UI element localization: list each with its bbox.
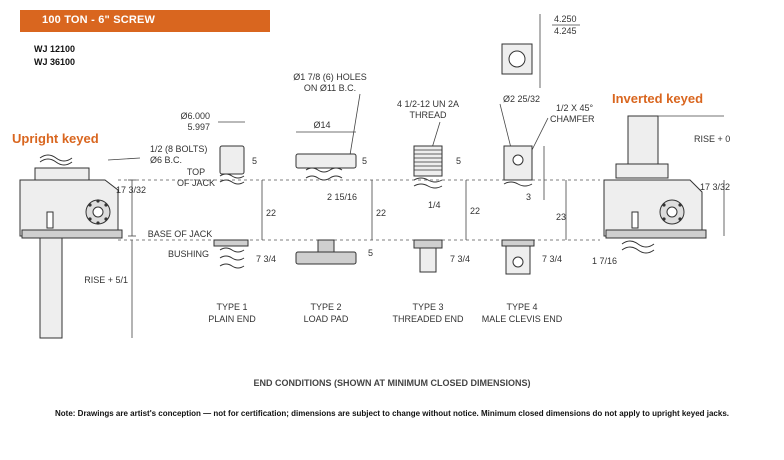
- svg-text:22: 22: [470, 206, 480, 216]
- type3-threaded-end: 4 1/2-12 UN 2A THREAD 5 1/4 22 7 3/4 TYP…: [392, 99, 480, 324]
- svg-text:2 15/16: 2 15/16: [327, 192, 357, 202]
- svg-text:RISE + 0: RISE + 0: [694, 134, 730, 144]
- keyway: [46, 211, 54, 229]
- svg-text:17 3/32: 17 3/32: [700, 182, 730, 192]
- type2-desc: LOAD PAD: [304, 314, 349, 324]
- svg-text:22: 22: [376, 208, 386, 218]
- rise-5-1-label: RISE + 5/1: [84, 275, 128, 285]
- title-bar: 100 TON - 6" SCREW: [20, 10, 270, 32]
- dia-6000-label: Ø6.000: [180, 111, 210, 121]
- type4-name: TYPE 4: [506, 302, 537, 312]
- svg-text:7 3/4: 7 3/4: [450, 254, 470, 264]
- svg-text:1 7/16: 1 7/16: [592, 256, 617, 266]
- dim-17-3-32-left: 17 3/32: [116, 185, 146, 195]
- svg-text:5: 5: [368, 248, 373, 258]
- svg-text:4.245: 4.245: [554, 26, 577, 36]
- svg-text:Ø2 25/32: Ø2 25/32: [503, 94, 540, 104]
- svg-text:7 3/4: 7 3/4: [256, 254, 276, 264]
- inverted-jack-housing: [603, 179, 703, 237]
- plain-end-top: [219, 145, 245, 175]
- base-of-jack-label: BASE OF JACK: [148, 229, 213, 239]
- type4-male-clevis-end: 4.250 4.245 Ø2 25/32 1/2 X 45° CHAMFER 3…: [482, 14, 595, 324]
- svg-text:ON Ø11 B.C.: ON Ø11 B.C.: [304, 83, 356, 93]
- svg-text:1/2 X 45°: 1/2 X 45°: [556, 103, 594, 113]
- bushing-label: BUSHING: [168, 249, 209, 259]
- type2-name: TYPE 2: [310, 302, 341, 312]
- screw-thread-top: [39, 154, 73, 166]
- svg-text:5: 5: [252, 156, 257, 166]
- leader-bc: [107, 157, 141, 161]
- svg-text:Ø14: Ø14: [313, 120, 330, 130]
- clevis-end: [503, 145, 533, 181]
- inverted-keyed-label: Inverted keyed: [612, 91, 703, 106]
- type3-name: TYPE 3: [412, 302, 443, 312]
- svg-text:22: 22: [266, 208, 276, 218]
- svg-text:Ø1 7/8 (6) HOLES: Ø1 7/8 (6) HOLES: [293, 72, 367, 82]
- upright-keyed-label: Upright keyed: [12, 131, 99, 146]
- disclaimer-note: Note: Drawings are artist's conception —…: [55, 409, 729, 418]
- end-conditions-caption: END CONDITIONS (SHOWN AT MINIMUM CLOSED …: [253, 378, 531, 388]
- top-label: TOP: [187, 167, 205, 177]
- model-number-1: WJ 12100: [34, 44, 76, 54]
- svg-text:7 3/4: 7 3/4: [542, 254, 562, 264]
- type3-desc: THREADED END: [392, 314, 464, 324]
- screw-tube: [39, 237, 63, 339]
- clevis-square-view: [501, 43, 533, 75]
- page-title: 100 TON - 6" SCREW: [42, 14, 156, 26]
- svg-text:CHAMFER: CHAMFER: [550, 114, 595, 124]
- worm-shaft: [92, 206, 104, 218]
- svg-text:4 1/2-12 UN 2A: 4 1/2-12 UN 2A: [397, 99, 459, 109]
- model-number-2: WJ 36100: [34, 57, 76, 67]
- type2-load-pad: Ø1 7/8 (6) HOLES ON Ø11 B.C. Ø14 5 2 15/…: [293, 72, 386, 324]
- svg-text:4.250: 4.250: [554, 14, 577, 24]
- dia-5997-label: 5.997: [187, 122, 210, 132]
- top-of-jack-label: OF JACK: [177, 178, 215, 188]
- inverted-screw-tube: [627, 115, 659, 167]
- bc6-label: Ø6 B.C.: [150, 155, 182, 165]
- svg-text:23: 23: [556, 212, 566, 222]
- load-pad: [295, 153, 357, 169]
- type4-desc: MALE CLEVIS END: [482, 314, 563, 324]
- inverted-keyed-jack: Inverted keyed RISE + 0 17 3/32 1 7/16: [592, 91, 730, 266]
- svg-text:5: 5: [362, 156, 367, 166]
- threaded-end: [413, 145, 443, 177]
- type1-plain-end: Ø6.000 5.997 5 22 7 3/4 TYPE 1 PLAIN END: [180, 111, 276, 324]
- type1-desc: PLAIN END: [208, 314, 256, 324]
- svg-text:THREAD: THREAD: [409, 110, 447, 120]
- bolts-label: 1/2 (8 BOLTS): [150, 144, 207, 154]
- jack-top-collar: [34, 167, 90, 181]
- jack-base-plate: [21, 229, 123, 239]
- svg-text:5: 5: [456, 156, 461, 166]
- svg-text:1/4: 1/4: [428, 200, 441, 210]
- upright-keyed-jack: Upright keyed 1/2 (8 BOLTS) Ø6 B.C. 17 3…: [12, 131, 207, 339]
- svg-text:3: 3: [526, 192, 531, 202]
- type1-name: TYPE 1: [216, 302, 247, 312]
